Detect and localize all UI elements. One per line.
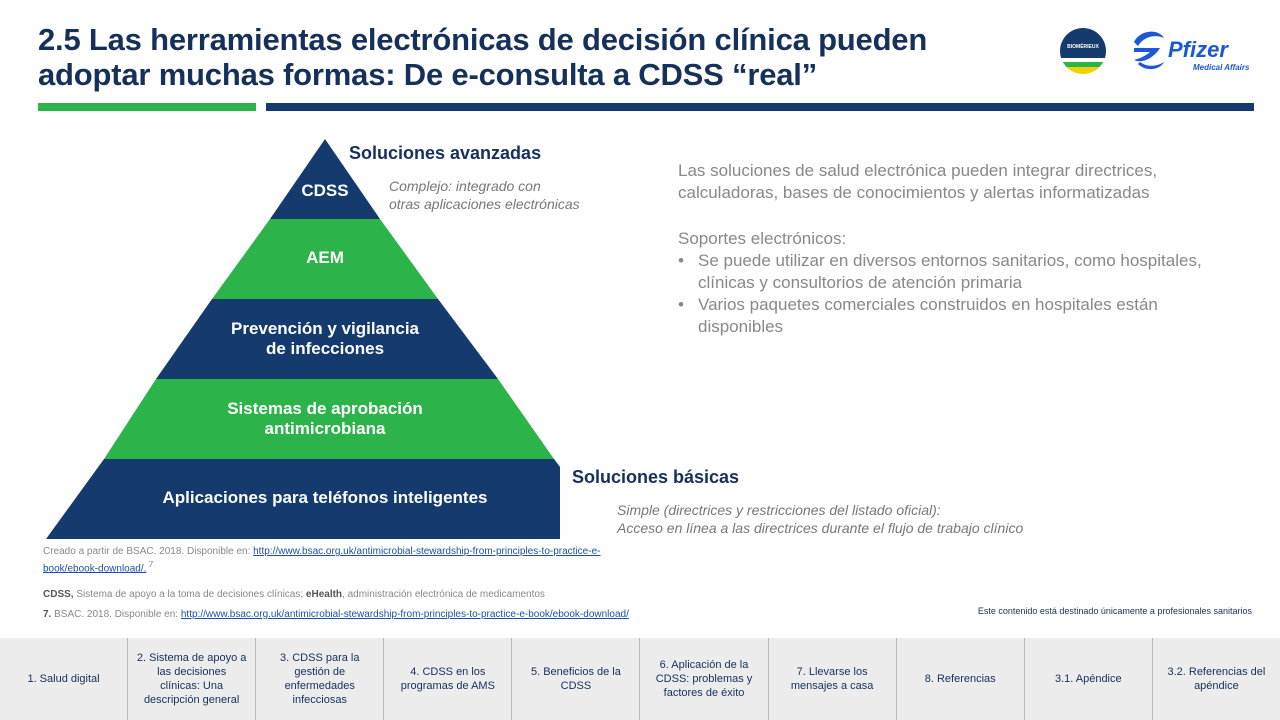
nav-item-appendix[interactable]: 3.1. Apéndice — [1025, 638, 1153, 720]
ehealth-intro-text: Las soluciones de salud electrónica pued… — [678, 161, 1158, 202]
pyramid-tier-aprobacion — [104, 379, 554, 459]
advanced-note-line1: Complejo: integrado con — [389, 178, 541, 194]
abbr-ehealth: eHealth — [305, 589, 343, 600]
nav-item-take-home[interactable]: 7. Llevarse los mensajes a casa — [769, 638, 897, 720]
pyramid-label-prevencion-line2: de infecciones — [265, 339, 385, 358]
pyramid-label-aem: AEM — [306, 248, 344, 267]
nav-item-cdss-ams[interactable]: 4. CDSS en los programas de AMS — [384, 638, 513, 720]
pyramid-label-aplicaciones: Aplicaciones para teléfonos inteligentes — [162, 488, 488, 507]
pyramid-tier-aplicaciones — [46, 459, 614, 539]
source-footnote-sup: 7 — [146, 559, 154, 569]
pyramid-label-prevencion: Prevención y vigilancia de infecciones — [185, 319, 465, 359]
pfizer-logo-text: Pfizer — [1168, 37, 1229, 62]
electronic-supports: Soportes electrónicos: Se puede utilizar… — [678, 228, 1238, 338]
source-link[interactable]: http://www.bsac.org.uk/antimicrobial-ste… — [43, 546, 601, 575]
pyramid-tier-prevencion — [156, 299, 498, 379]
hcp-disclaimer: Este contenido está destinado únicamente… — [977, 606, 1252, 616]
biomerieux-logo-text: BIOMÉRIEUX — [1067, 42, 1099, 50]
electronic-supports-heading: Soportes electrónicos: — [678, 229, 847, 248]
reference-link[interactable]: http://www.bsac.org.uk/antimicrobial-ste… — [180, 609, 629, 620]
nav-item-appendix-references[interactable]: 3.2. Referencias del apéndice — [1167, 666, 1266, 692]
nav-item-cdss-overview[interactable]: 2. Sistema de apoyo a las decisiones clí… — [128, 638, 257, 720]
nav-item-cdss-infectious[interactable]: 3. CDSS para la gestión de enfermedades … — [256, 638, 385, 720]
basic-solutions-note: Simple (directrices y restricciones del … — [617, 501, 1117, 537]
nav-item-salud-digital[interactable]: 1. Salud digital — [0, 638, 129, 720]
reference-number: 7. — [43, 609, 52, 620]
pyramid-tier-aem — [212, 219, 438, 299]
pyramid-label-cdss: CDSS — [301, 181, 349, 200]
abbreviations-footnote: CDSS, Sistema de apoyo a la toma de deci… — [43, 589, 545, 600]
electronic-supports-bullet: Se puede utilizar en diversos entornos s… — [678, 250, 1238, 294]
advanced-solutions-heading: Soluciones avanzadas — [349, 143, 542, 163]
biomerieux-logo: BIOMÉRIEUX — [1060, 28, 1106, 74]
source-footnote: Creado a partir de BSAC. 2018. Disponibl… — [43, 545, 643, 575]
page-title-line1: 2.5 Las herramientas electrónicas de dec… — [38, 22, 928, 57]
advanced-note-line2: otras aplicaciones electrónicas — [389, 196, 580, 212]
nav-item-cdss-benefits[interactable]: 5. Beneficios de la CDSS — [512, 638, 641, 720]
pfizer-logo-subtext: Medical Affairs — [1193, 63, 1250, 72]
section-navigation: 1. Salud digital 2. Sistema de apoyo a l… — [0, 638, 1280, 720]
pyramid-label-prevencion-line1: Prevención y vigilancia — [230, 319, 420, 338]
pyramid-shapes — [46, 139, 614, 539]
pyramid-label-aprobacion-line2: antimicrobiana — [264, 419, 386, 438]
abbr-cdss: CDSS, — [43, 589, 74, 600]
source-footnote-prefix: Creado a partir de BSAC. 2018. Disponibl… — [43, 546, 254, 557]
basic-solutions-heading: Soluciones básicas — [572, 467, 740, 487]
cdss-pyramid: CDSS AEM Prevención y vigilancia de infe… — [40, 135, 614, 545]
pyramid-label-aprobacion-line1: Sistemas de aprobación — [227, 399, 423, 418]
pfizer-logo: Pfizer Medical Affairs — [1134, 31, 1250, 72]
page-title: 2.5 Las herramientas electrónicas de dec… — [38, 22, 1038, 92]
pyramid-tier-cdss — [270, 139, 380, 219]
electronic-supports-bullet: Varios paquetes comerciales construidos … — [678, 294, 1238, 338]
advanced-solutions-note: Complejo: integrado con otras aplicacion… — [389, 177, 649, 213]
nav-item-cdss-implementation[interactable]: 6. Aplicación de la CDSS: problemas y fa… — [640, 638, 769, 720]
nav-item-references[interactable]: 8. Referencias — [897, 638, 1025, 720]
page-title-line2: adoptar muchas formas: De e-consulta a C… — [38, 57, 818, 92]
basic-note-line1: Simple (directrices y restricciones del … — [617, 502, 941, 518]
title-divider-blue — [266, 103, 1254, 111]
pyramid-label-aprobacion: Sistemas de aprobación antimicrobiana — [165, 399, 485, 439]
title-divider-green — [38, 103, 256, 111]
reference-footnote: 7. BSAC. 2018. Disponible en: http://www… — [43, 609, 629, 620]
basic-note-line2: Acceso en línea a las directrices durant… — [617, 520, 1024, 536]
